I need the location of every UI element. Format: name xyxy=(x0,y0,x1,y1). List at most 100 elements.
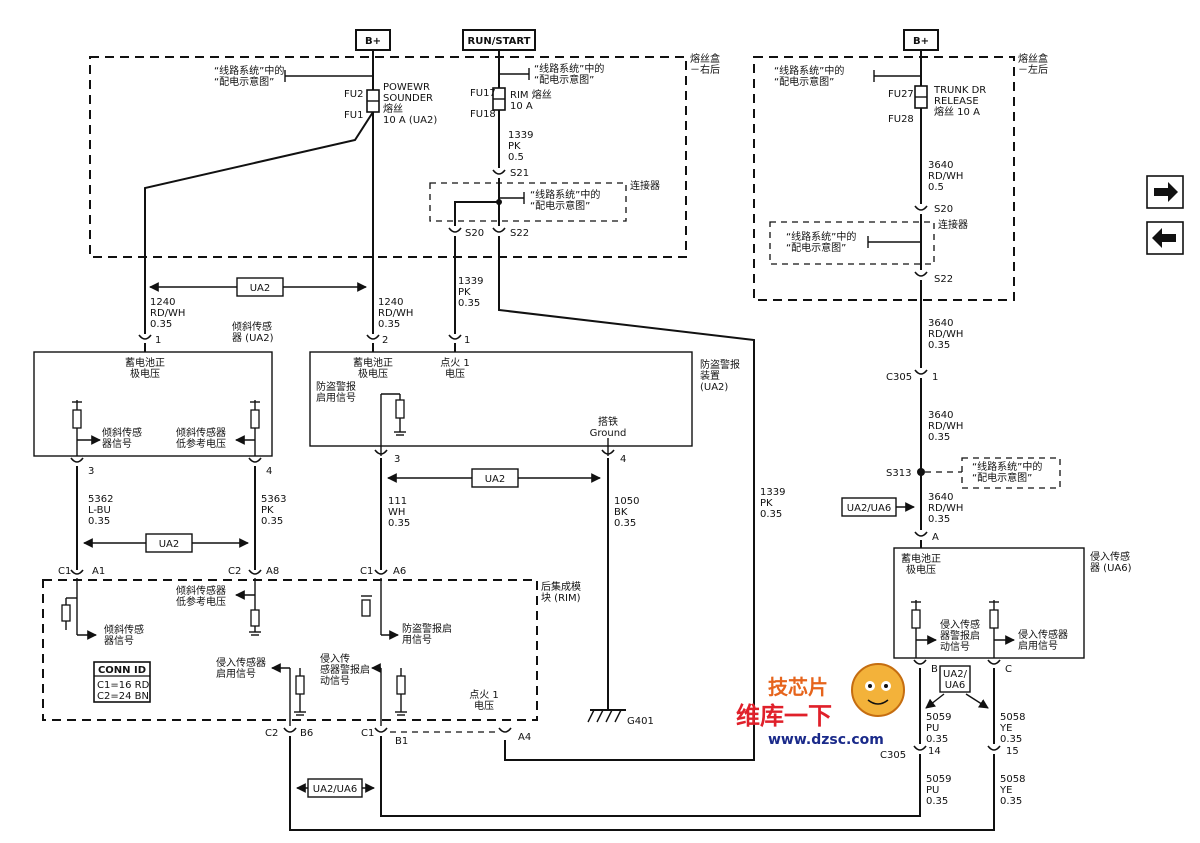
ref-note: “线路系统”中的“配电示意图” xyxy=(786,230,856,254)
watermark-url: www.dzsc.com xyxy=(768,732,884,748)
ref-note: “线路系统”中的“配电示意图” xyxy=(534,62,604,86)
watermark-brand: 技芯片 xyxy=(768,675,828,699)
module-text: 蓄电池正极电压 xyxy=(901,552,941,576)
fuse-label: FU28 xyxy=(888,114,914,125)
ua2-tag-top: UA2 xyxy=(149,277,367,297)
pin-label: C1 xyxy=(360,566,373,577)
pin-label: B1 xyxy=(395,736,408,747)
module-name: 防盗警报装置(UA2) xyxy=(700,358,740,393)
intrusion-sensor-module xyxy=(893,547,1085,659)
module-text: 倾斜传感器信号 xyxy=(104,623,144,647)
pin-label: 1 xyxy=(464,335,470,346)
pin-label: C2 xyxy=(228,566,241,577)
pin-label: A8 xyxy=(266,566,279,577)
supply-bplus-right: B+ xyxy=(903,29,939,51)
tag-label: UA2/UA6 xyxy=(313,784,357,795)
splice-label: S313 xyxy=(886,468,911,479)
theft-alarm-module xyxy=(309,351,693,447)
pin-label: C2 xyxy=(265,728,278,739)
splice-label: S20 xyxy=(934,204,953,215)
conn-id-box: CONN ID C1=16 RD C2=24 BN xyxy=(93,661,151,703)
pin-label: 15 xyxy=(1006,746,1019,757)
conn-id-title: CONN ID xyxy=(98,665,146,676)
fuse-label: FU17 xyxy=(470,88,496,99)
conn-id-c2: C2=24 BN xyxy=(97,691,149,702)
pin-label: B xyxy=(931,664,938,675)
supply-label: RUN/START xyxy=(468,36,531,47)
ground-g401: G401 xyxy=(587,709,654,727)
module-text: 侵入传感器警报启动信号 xyxy=(940,618,980,653)
pin-label: A xyxy=(932,532,939,543)
pin-label: 4 xyxy=(620,454,626,465)
ua2-ua6-tag-right: UA2/UA6 xyxy=(841,497,915,517)
tag-label: UA2/UA6 xyxy=(943,669,968,691)
ref-note: “线路系统”中的“配电示意图” xyxy=(214,64,284,88)
pin-label: 3 xyxy=(88,466,94,477)
tag-label: UA2 xyxy=(485,474,506,485)
pin-label: A1 xyxy=(92,566,105,577)
pin-label: A6 xyxy=(393,566,406,577)
module-name: 倾斜传感器 (UA2) xyxy=(232,320,274,344)
pin-label: 14 xyxy=(928,746,941,757)
connector-box-2 xyxy=(769,221,935,265)
connector-box-1 xyxy=(429,182,627,222)
arrow-left-icon xyxy=(1152,228,1176,248)
ref-note: “线路系统”中的“配电示意图” xyxy=(774,64,844,88)
module-text: 防盗警报启用信号 xyxy=(402,622,452,646)
ua2-ua6-tag-intrusion: UA2/UA6 xyxy=(925,665,989,709)
connector-label: 连接器 xyxy=(938,218,968,231)
fuse-label: FU18 xyxy=(470,109,496,120)
module-text: 蓄电池正极电压 xyxy=(353,356,393,380)
pin-label: 1 xyxy=(155,335,161,346)
watermark: 技芯片 维库一下 www.dzsc.com xyxy=(736,663,905,748)
ua2-ua6-tag-bottom: UA2/UA6 xyxy=(296,778,375,798)
fuse-label: FU1 xyxy=(344,110,363,121)
module-text: 侵入传感器警报启动信号 xyxy=(320,653,370,687)
splice-label: S22 xyxy=(934,274,953,285)
next-page-button[interactable] xyxy=(1146,175,1184,209)
pin-label: B6 xyxy=(300,728,313,739)
pin-label: A4 xyxy=(518,732,531,743)
splice-label: S21 xyxy=(510,168,529,179)
fuse-label: FU2 xyxy=(344,89,363,100)
module-text: 倾斜传感器低参考电压 xyxy=(176,426,226,450)
connector-label: 连接器 xyxy=(630,179,660,192)
pin-label: 3 xyxy=(394,454,400,465)
supply-bplus-left: B+ xyxy=(355,29,391,51)
pin-label: C1 xyxy=(58,566,71,577)
pin-label: 4 xyxy=(266,466,272,477)
module-text: 蓄电池正极电压 xyxy=(125,356,165,380)
fuse-box-left-rear xyxy=(753,56,1015,301)
splice-label: C305 xyxy=(886,372,912,383)
fuse-box-right-rear xyxy=(89,56,687,258)
fuse-box-left-label: 熔丝盒－左后 xyxy=(1018,52,1048,76)
splice-label: C305 xyxy=(880,750,906,761)
supply-run-start: RUN/START xyxy=(462,29,536,51)
ua2-tag-mid: UA2 xyxy=(387,468,601,488)
pin-label: C1 xyxy=(361,728,374,739)
supply-label: B+ xyxy=(365,36,381,47)
module-text: 侵入传感器启用信号 xyxy=(216,656,266,680)
prev-page-button[interactable] xyxy=(1146,221,1184,255)
ground-label: G401 xyxy=(627,716,654,727)
ua2-tag-low: UA2 xyxy=(83,533,249,553)
